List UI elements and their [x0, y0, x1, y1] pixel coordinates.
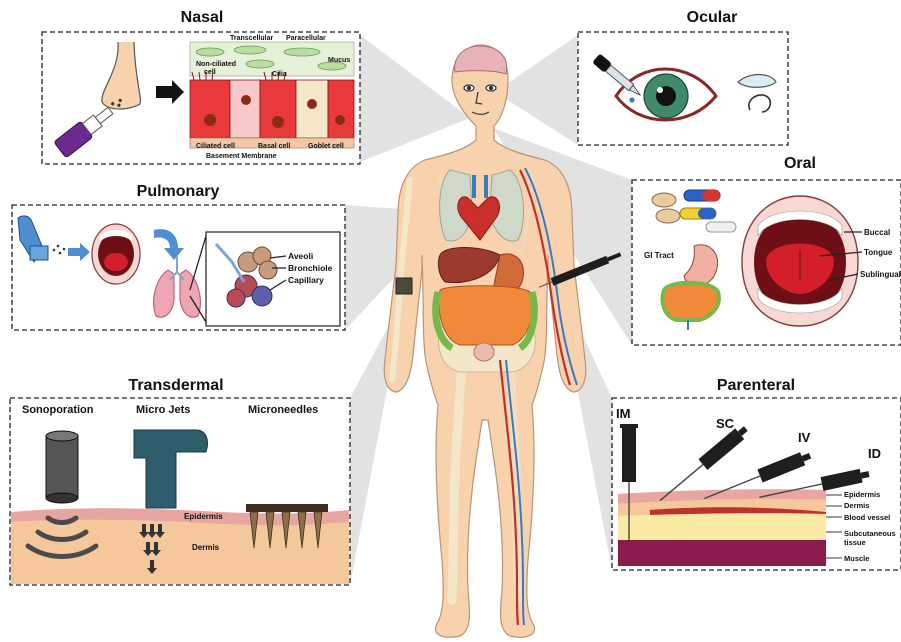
label-cilia: Cilia [272, 71, 287, 78]
transdermal-patch [396, 278, 412, 294]
label-aveoli: Aveoli [288, 251, 313, 261]
label-id: ID [868, 446, 881, 461]
label-micro-jets: Micro Jets [136, 404, 190, 416]
label-muscle: Muscle [844, 554, 869, 563]
transdermal-panel: Transdermal Sonoporation Micro Jets Micr… [10, 377, 350, 585]
label-buccal: Buccal [864, 228, 890, 237]
bladder [474, 343, 494, 361]
oral-title: Oral [784, 155, 816, 172]
label-transcellular: Transcellular [230, 35, 273, 42]
label-iv: IV [798, 430, 811, 445]
pulmonary-panel: Pulmonary [12, 183, 345, 330]
label-basement-membrane: Basement Membrane [206, 153, 277, 160]
eye-drop [629, 97, 634, 102]
nasal-panel: Nasal [42, 9, 360, 164]
label-paracellular: Paracellular [286, 35, 326, 42]
muscle-layer [618, 540, 826, 566]
label-basal-cell: Basal cell [258, 143, 290, 150]
label-subcutaneous-2: tissue [844, 538, 866, 547]
transdermal-dermis [11, 520, 349, 584]
label-ciliated-cell: Ciliated cell [196, 143, 235, 150]
mouth-inhale-icon [92, 224, 140, 284]
nasal-title: Nasal [181, 9, 224, 26]
label-gi-tract: GI Tract [644, 251, 674, 260]
label-dermis-td: Dermis [192, 543, 220, 552]
open-mouth-icon [742, 196, 858, 326]
label-bronchiole: Bronchiole [288, 263, 333, 273]
label-non-ciliated-2: cell [204, 69, 216, 76]
oral-panel: Oral GI Tract Buccal [632, 155, 901, 345]
brain [455, 46, 507, 74]
subcutaneous-layer [618, 513, 826, 540]
label-goblet-cell: Goblet cell [308, 143, 344, 150]
label-im: IM [616, 406, 630, 421]
ocular-title: Ocular [687, 9, 738, 26]
nasal-connector [360, 35, 470, 162]
ultrasound-transducer-icon [46, 431, 78, 503]
microneedle-patch-base [246, 504, 328, 512]
label-epidermis-td: Epidermis [184, 512, 223, 521]
label-mucus: Mucus [328, 57, 350, 64]
intestine-icon [663, 283, 719, 320]
label-sublingual: Sublingual [860, 270, 901, 279]
label-non-ciliated-1: Non-ciliated [196, 61, 236, 68]
label-microneedles: Microneedles [248, 404, 318, 416]
label-blood-vessel: Blood vessel [844, 513, 890, 522]
ocular-panel: Ocular [578, 9, 788, 145]
label-subcutaneous-1: Subcutaneous [844, 529, 896, 538]
label-capillary: Capillary [288, 275, 324, 285]
label-epidermis-p: Epidermis [844, 490, 880, 499]
parenteral-panel: Parenteral IM SC [612, 377, 901, 570]
parenteral-title: Parenteral [717, 377, 795, 394]
transdermal-title: Transdermal [128, 377, 223, 394]
label-dermis-p: Dermis [844, 501, 869, 510]
label-sc: SC [716, 416, 735, 431]
pulmonary-title: Pulmonary [137, 183, 220, 200]
intestines [439, 286, 532, 345]
label-tongue: Tongue [864, 248, 893, 257]
epithelial-cells [190, 80, 354, 138]
label-sonoporation: Sonoporation [22, 404, 94, 416]
